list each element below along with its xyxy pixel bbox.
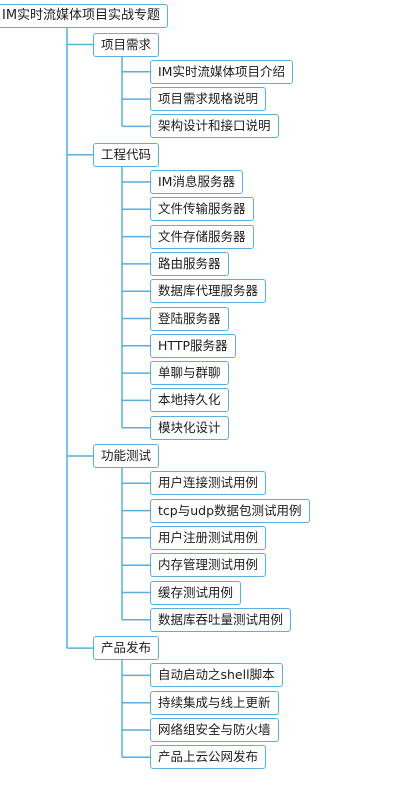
branch-node[interactable]: 项目需求 [93,32,160,57]
leaf-node[interactable]: 数据库代理服务器 [150,279,267,304]
root-node[interactable]: IM实时流媒体项目实战专题 [0,4,169,28]
leaf-node[interactable]: 路由服务器 [150,251,229,276]
leaf-node[interactable]: 模块化设计 [150,415,229,440]
leaf-node[interactable]: 本地持久化 [150,388,229,413]
branch-node[interactable]: 产品发布 [93,636,160,661]
branch-node[interactable]: 功能测试 [93,444,160,468]
leaf-node[interactable]: IM消息服务器 [150,170,243,194]
leaf-node[interactable]: HTTP服务器 [150,333,236,358]
leaf-node[interactable]: 数据库吞吐量测试用例 [150,607,292,632]
leaf-node[interactable]: 用户注册测试用例 [150,525,267,550]
leaf-node[interactable]: 文件存储服务器 [150,224,254,249]
leaf-node[interactable]: 持续集成与线上更新 [150,690,279,715]
leaf-node[interactable]: 文件传输服务器 [150,197,254,222]
leaf-node[interactable]: 架构设计和接口说明 [150,114,279,139]
leaf-node[interactable]: IM实时流媒体项目介绍 [150,59,293,84]
leaf-node[interactable]: 缓存测试用例 [150,580,242,605]
leaf-node[interactable]: 产品上云公网发布 [150,745,267,770]
leaf-node[interactable]: 内存管理测试用例 [150,553,267,578]
leaf-node[interactable]: 登陆服务器 [150,306,229,331]
branch-node[interactable]: 工程代码 [93,142,160,167]
leaf-node[interactable]: 网络组安全与防火墙 [150,718,279,742]
leaf-node[interactable]: 项目需求规格说明 [150,87,267,112]
leaf-node[interactable]: tcp与udp数据包测试用例 [150,498,310,523]
leaf-node[interactable]: 用户连接测试用例 [150,471,267,496]
leaf-node[interactable]: 自动启动之shell脚本 [150,663,283,688]
leaf-node[interactable]: 单聊与群聊 [150,361,229,386]
